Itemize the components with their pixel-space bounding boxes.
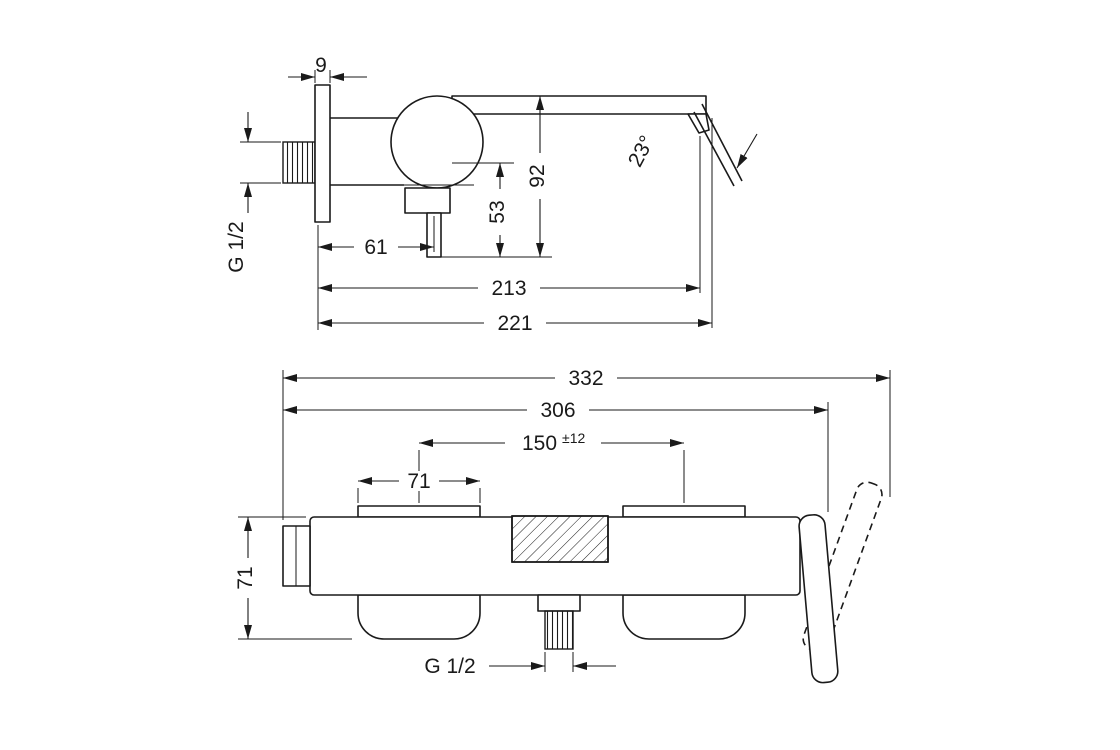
supply-nipple-threaded	[282, 141, 316, 184]
wall-escutcheon-right-bottom	[622, 594, 746, 640]
dim-outlet-thread: G 1/2	[424, 655, 616, 678]
handle-joint-circle	[390, 95, 484, 189]
bottom-outlet-nipple	[544, 610, 574, 650]
wall-escutcheon-left-bottom	[357, 594, 481, 640]
handle-front	[798, 514, 839, 684]
ext-escutcheon-edges	[357, 488, 481, 503]
dim-text-connection-thread: G 1/2	[225, 221, 248, 272]
dim-text-total-depth: 221	[497, 312, 532, 335]
wall-escutcheon-side	[314, 84, 331, 223]
dim-text-center-distance: 150±12	[522, 430, 586, 455]
dim-escutcheon-width: 71	[358, 470, 480, 493]
dim-body-width: 306	[283, 399, 828, 422]
mixer-body-side	[330, 117, 404, 186]
diverter-housing	[404, 187, 451, 214]
wall-escutcheon-right-top	[622, 505, 746, 518]
dim-outlet-offset: 61	[318, 236, 434, 259]
front-view: 332 306 150±12 71 71	[234, 367, 891, 684]
dim-text-spout-angle: 23°	[624, 132, 659, 171]
dim-text-body-width: 306	[540, 399, 575, 422]
dim-text-total-width: 332	[568, 367, 603, 390]
dim-text-outlet-offset: 61	[364, 236, 387, 259]
dim-text-body-height: 71	[234, 566, 257, 589]
dim-text-center-tolerance: ±12	[562, 430, 585, 446]
ext-escutcheon-centers	[418, 450, 685, 503]
top-outlet-hatch	[511, 515, 609, 563]
dim-text-spout-reach: 213	[491, 277, 526, 300]
dim-text-outlet-height: 53	[486, 200, 509, 223]
dim-body-height: 71	[234, 517, 257, 639]
ext-nipple-edges	[544, 652, 574, 672]
dim-text-spout-height: 92	[526, 164, 549, 187]
bottom-outlet-collar	[537, 594, 581, 612]
handle-swung-23deg	[693, 103, 743, 187]
spout-lever-bar	[451, 95, 707, 115]
dim-spout-height: 92	[526, 96, 549, 257]
dim-total-width: 332	[283, 367, 890, 390]
spout-tip	[687, 113, 710, 134]
dim-text-flange-depth: 9	[315, 54, 327, 77]
dim-spout-angle: 23°	[624, 132, 758, 171]
dim-center-distance: 150±12	[419, 430, 684, 455]
side-view: 9 G 1/2 23° 5	[225, 54, 758, 335]
wall-escutcheon-left-top	[357, 505, 481, 518]
dim-text-escutcheon-width: 71	[407, 470, 430, 493]
dim-total-depth: 221	[318, 312, 712, 335]
dim-connection-thread: G 1/2	[225, 112, 281, 273]
dim-spout-reach: 213	[318, 277, 700, 300]
dim-outlet-height: 53	[486, 163, 509, 257]
dim-text-outlet-thread: G 1/2	[424, 655, 475, 678]
dim-flange-depth: 9	[288, 54, 367, 83]
